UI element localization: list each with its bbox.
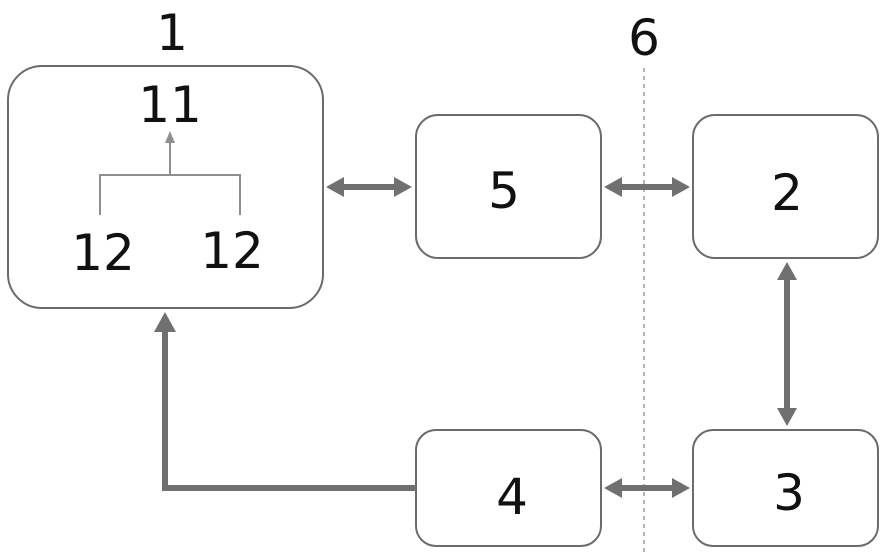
block-3-label: 3 (773, 464, 805, 522)
arrow-2-3-head-bottom (777, 408, 797, 426)
block-2-label: 2 (771, 164, 803, 222)
arrow-1-5-head-right (394, 177, 412, 197)
arrow-4-1-path (165, 330, 416, 488)
arrow-4-3-head-left (604, 478, 622, 498)
sub-block-12-left-label: 12 (71, 224, 135, 282)
arrow-2-3-head-top (777, 262, 797, 280)
sub-block-12-right-label: 12 (200, 222, 264, 280)
arrow-4-1-head (154, 312, 176, 332)
block-5-label: 5 (488, 162, 520, 220)
arrow-4-3-head-right (672, 478, 690, 498)
sub-block-11-label: 11 (138, 76, 202, 134)
arrow-1-5-head-left (326, 177, 344, 197)
block-4-label: 4 (496, 468, 528, 526)
divider-label-6: 6 (628, 9, 660, 67)
arrow-5-2-head-right (672, 177, 690, 197)
arrow-5-2-head-left (604, 177, 622, 197)
block-1-label: 1 (156, 4, 188, 62)
